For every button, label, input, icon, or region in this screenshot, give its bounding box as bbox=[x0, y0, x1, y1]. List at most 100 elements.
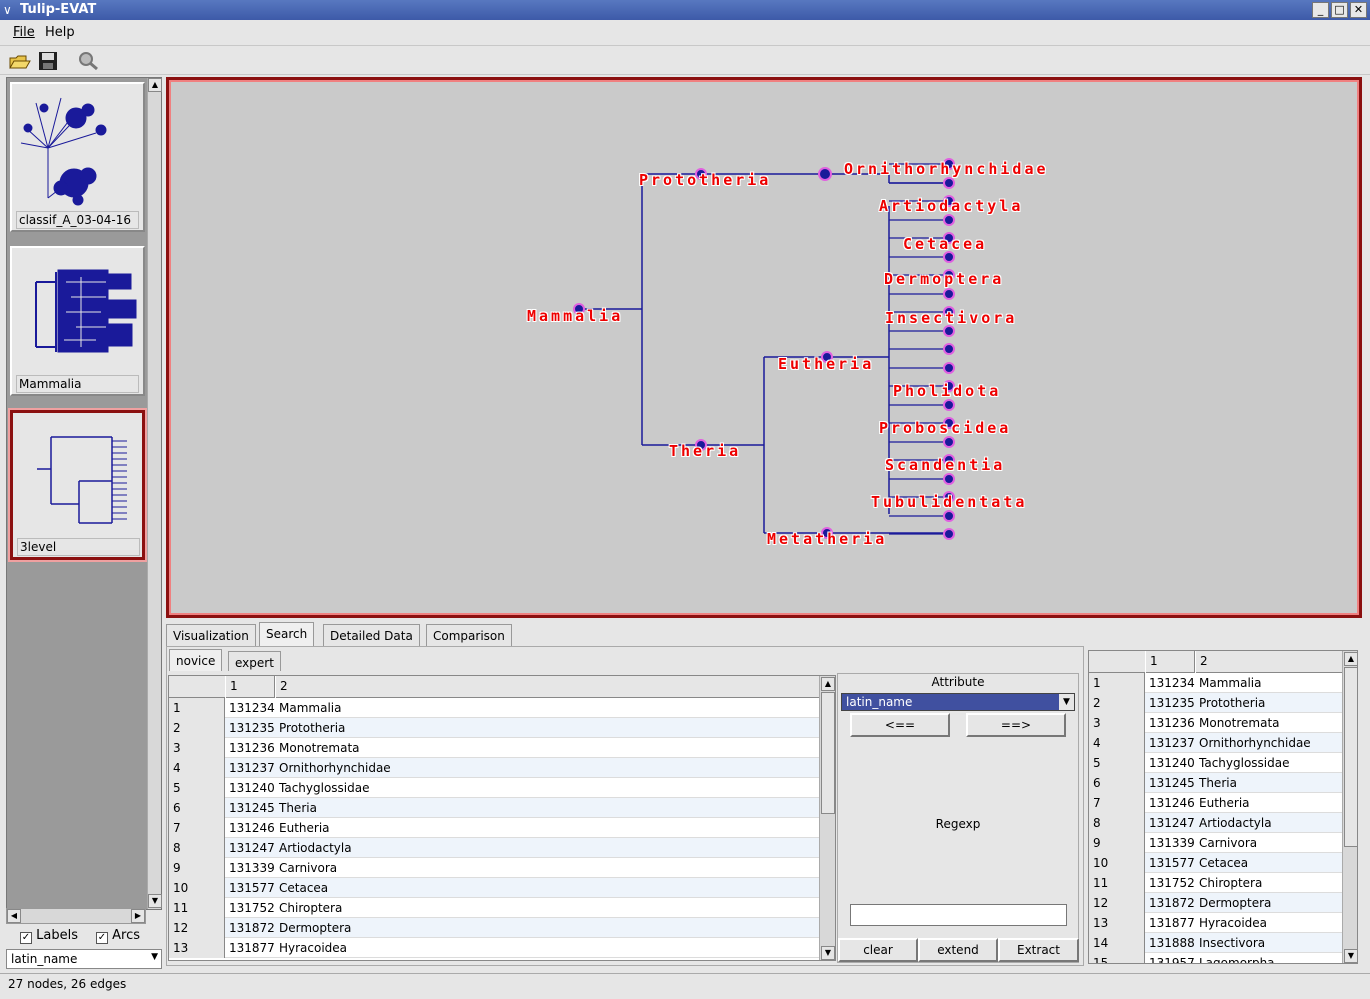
leaf-node bbox=[943, 473, 955, 485]
cell-name: Artiodactyla bbox=[279, 841, 352, 855]
scroll-up-icon[interactable]: ▲ bbox=[821, 677, 835, 691]
tab-detailed-data[interactable]: Detailed Data bbox=[323, 624, 420, 646]
column-header[interactable]: 1 bbox=[1145, 651, 1195, 673]
scroll-up-icon[interactable]: ▲ bbox=[148, 78, 162, 92]
node-label[interactable]: Prototheria bbox=[639, 171, 772, 189]
regexp-input[interactable] bbox=[850, 904, 1067, 926]
move-right-button[interactable]: ==> bbox=[966, 713, 1066, 737]
minimize-button[interactable]: _ bbox=[1312, 2, 1329, 18]
subtab-novice[interactable]: novice bbox=[169, 649, 223, 671]
cell-id: 131877 bbox=[1149, 916, 1195, 930]
node-label[interactable]: Proboscidea bbox=[879, 419, 1012, 437]
tab-visualization[interactable]: Visualization bbox=[166, 624, 256, 646]
scroll-down-icon[interactable]: ▼ bbox=[1344, 949, 1357, 963]
thumbnail-mammalia[interactable]: Mammalia bbox=[10, 246, 145, 396]
node-label[interactable]: Eutheria bbox=[778, 355, 875, 373]
subtab-expert[interactable]: expert bbox=[228, 651, 281, 671]
thumbnail-3level[interactable]: 3level bbox=[10, 410, 145, 560]
close-button[interactable]: ✕ bbox=[1350, 2, 1367, 18]
zoom-icon[interactable] bbox=[77, 50, 101, 72]
window-menu-icon[interactable]: ∨ bbox=[3, 3, 12, 17]
open-folder-icon[interactable] bbox=[8, 50, 32, 72]
results-scrollbar[interactable]: ▲ ▼ bbox=[819, 676, 835, 960]
node-label[interactable]: Scandentia bbox=[885, 456, 1006, 474]
extract-button[interactable]: Extract bbox=[998, 938, 1079, 962]
column-header[interactable]: 2 bbox=[1195, 651, 1343, 673]
row-number: 5 bbox=[169, 778, 225, 798]
row-number: 11 bbox=[1089, 873, 1145, 893]
leaf-node bbox=[943, 491, 955, 503]
thumbnail-hscrollbar[interactable]: ◀ ▶ bbox=[6, 908, 146, 924]
node-label[interactable]: Metatheria bbox=[767, 530, 888, 548]
attribute-select[interactable]: latin_name ▼ bbox=[6, 949, 162, 969]
column-header[interactable]: 2 bbox=[275, 676, 821, 698]
tab-comparison[interactable]: Comparison bbox=[426, 624, 512, 646]
selection-scrollbar[interactable]: ▲ ▼ bbox=[1342, 651, 1357, 963]
tab-search[interactable]: Search bbox=[259, 622, 315, 646]
menu-file[interactable]: File bbox=[13, 25, 35, 40]
node-label[interactable]: Artiodactyla bbox=[879, 197, 1024, 215]
scroll-up-icon[interactable]: ▲ bbox=[1344, 652, 1357, 666]
node-label[interactable]: Dermoptera bbox=[884, 270, 1005, 288]
scroll-thumb[interactable] bbox=[1344, 667, 1357, 847]
scroll-right-icon[interactable]: ▶ bbox=[131, 909, 145, 923]
menu-help[interactable]: Help bbox=[45, 25, 75, 40]
scroll-down-icon[interactable]: ▼ bbox=[148, 894, 162, 908]
node-label[interactable]: Mammalia bbox=[527, 307, 624, 325]
save-icon[interactable] bbox=[37, 50, 61, 72]
attribute-dropdown-value: latin_name bbox=[846, 695, 913, 709]
arcs-checkbox[interactable]: ✓ Arcs bbox=[96, 928, 140, 944]
attribute-dropdown[interactable]: latin_name ▼ bbox=[841, 693, 1075, 711]
node-label[interactable]: Cetacea bbox=[903, 235, 988, 253]
column-header[interactable]: 1 bbox=[225, 676, 275, 698]
thumbnail-classif[interactable]: classif_A_03-04-16 bbox=[10, 82, 145, 232]
scroll-thumb[interactable] bbox=[821, 692, 835, 814]
maximize-button[interactable]: □ bbox=[1331, 2, 1348, 18]
scroll-left-icon[interactable]: ◀ bbox=[7, 909, 21, 923]
move-left-button[interactable]: <== bbox=[850, 713, 950, 737]
node-label[interactable]: Insectivora bbox=[885, 309, 1018, 327]
graph-canvas[interactable]: Mammalia Prototheria Ornithorhynchidae A… bbox=[166, 77, 1362, 618]
extend-button[interactable]: extend bbox=[918, 938, 998, 962]
node-label[interactable]: Pholidota bbox=[893, 382, 1002, 400]
labels-checkbox[interactable]: ✓ Labels bbox=[20, 928, 78, 944]
regexp-label: Regexp bbox=[935, 817, 981, 831]
leaf-node bbox=[943, 325, 955, 337]
node-label[interactable]: Theria bbox=[669, 442, 742, 460]
scroll-down-icon[interactable]: ▼ bbox=[821, 946, 835, 960]
clear-button[interactable]: clear bbox=[838, 938, 918, 962]
thumbnail-scrollbar[interactable]: ▲ ▼ bbox=[147, 78, 162, 909]
node-label[interactable]: Tubulidentata bbox=[871, 493, 1028, 511]
node-label[interactable]: Ornithorhynchidae bbox=[844, 160, 1049, 178]
